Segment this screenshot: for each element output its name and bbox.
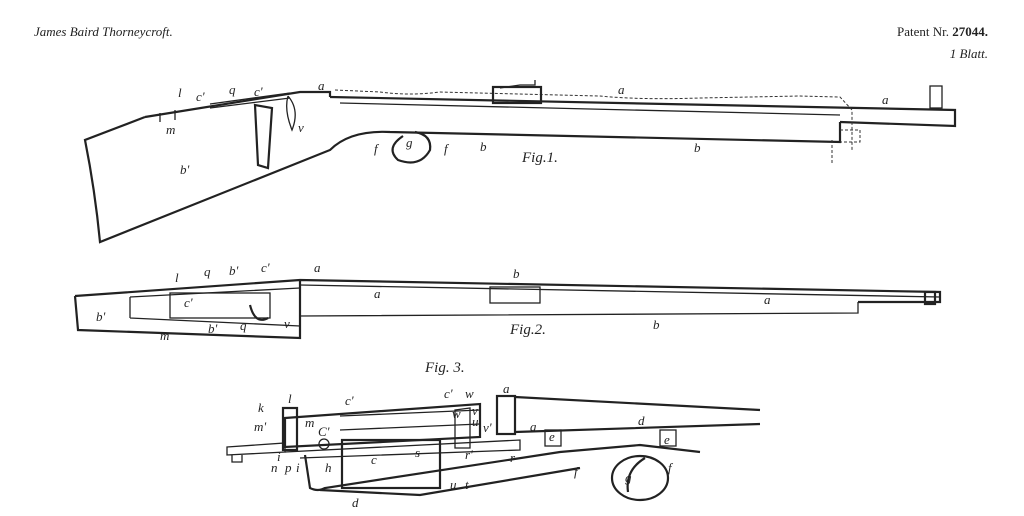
figure-2-caption: Fig.2. bbox=[509, 322, 546, 338]
magazine-c bbox=[340, 438, 442, 490]
patent-number: Patent Nr. 27044. bbox=[897, 24, 988, 40]
label: l bbox=[288, 391, 292, 406]
label: p bbox=[284, 460, 292, 475]
label: b bbox=[694, 140, 701, 155]
label: l bbox=[175, 270, 179, 285]
label: m bbox=[160, 328, 169, 343]
label: e bbox=[549, 429, 555, 444]
label: a bbox=[618, 82, 625, 97]
label: u bbox=[472, 414, 479, 429]
label: i bbox=[296, 460, 300, 475]
label: b' bbox=[180, 162, 190, 177]
label: f bbox=[668, 460, 674, 475]
figure-1-drawing bbox=[83, 80, 957, 244]
label: a bbox=[882, 92, 889, 107]
sight-housing bbox=[489, 286, 541, 304]
label: t bbox=[465, 477, 469, 492]
chamber-block bbox=[495, 394, 517, 436]
label: f bbox=[374, 141, 380, 156]
label: u bbox=[450, 477, 457, 492]
label: l bbox=[178, 85, 182, 100]
label: c' bbox=[261, 260, 270, 275]
label: c' bbox=[196, 89, 205, 104]
front-sight bbox=[929, 85, 943, 109]
label: b' bbox=[96, 309, 106, 324]
label: b bbox=[480, 139, 487, 154]
figure-3-caption: Fig. 3. bbox=[424, 360, 465, 376]
label: a bbox=[314, 260, 321, 275]
label: a bbox=[503, 381, 510, 396]
figure-2-drawing bbox=[73, 278, 942, 340]
figure-2-labels: l q b' c' a b a a b' c' m b' q v b Fig.2… bbox=[96, 260, 771, 343]
label: m bbox=[305, 415, 314, 430]
label: i bbox=[277, 449, 281, 464]
label: b' bbox=[229, 263, 239, 278]
rear-sight-block bbox=[491, 85, 543, 105]
label: e bbox=[664, 432, 670, 447]
label: c' bbox=[444, 386, 453, 401]
label: d bbox=[638, 413, 645, 428]
label: g bbox=[406, 135, 413, 150]
label: r bbox=[510, 450, 516, 465]
label: v' bbox=[483, 420, 492, 435]
trigger-guard bbox=[610, 454, 670, 502]
label: c' bbox=[254, 84, 263, 99]
label: r' bbox=[465, 447, 473, 462]
label: a bbox=[530, 419, 537, 434]
label: q bbox=[204, 264, 211, 279]
label: c' bbox=[345, 393, 354, 408]
label: m bbox=[166, 122, 175, 137]
label: a bbox=[764, 292, 771, 307]
label: a bbox=[374, 286, 381, 301]
label: v bbox=[284, 316, 290, 331]
breech-box bbox=[169, 292, 271, 319]
label: f bbox=[574, 464, 580, 479]
muzzle-sight bbox=[923, 290, 937, 306]
inventor-name: James Baird Thorneycroft. bbox=[34, 24, 173, 39]
label: c' bbox=[184, 295, 193, 310]
label: h bbox=[325, 460, 332, 475]
label: k bbox=[258, 400, 264, 415]
patent-label: Patent Nr. bbox=[897, 24, 949, 39]
label: b bbox=[653, 317, 660, 332]
label: q bbox=[240, 318, 247, 333]
label: g bbox=[625, 470, 632, 485]
label: d bbox=[352, 495, 359, 510]
label: b bbox=[513, 266, 520, 281]
label: b' bbox=[208, 321, 218, 336]
label: s bbox=[415, 445, 420, 460]
patent-number-value: 27044. bbox=[952, 24, 988, 39]
figure-3-drawing bbox=[226, 394, 761, 502]
label: f bbox=[444, 141, 450, 156]
label: w bbox=[452, 406, 461, 421]
label: c bbox=[371, 452, 377, 467]
label: v bbox=[298, 120, 304, 135]
label: m' bbox=[254, 419, 266, 434]
label: w bbox=[465, 386, 474, 401]
bolt-head bbox=[281, 406, 299, 452]
figure-1-labels: l c' q c' a a a m v b' f g f b b Fig.1. bbox=[166, 78, 889, 177]
label: v bbox=[472, 403, 478, 418]
label: C' bbox=[318, 424, 330, 439]
figure-3-labels: k l c' c' w a m' m C' w v u v' a d e e i… bbox=[254, 360, 674, 510]
label: n bbox=[271, 460, 278, 475]
figure-1-caption: Fig.1. bbox=[521, 150, 558, 166]
label: a bbox=[318, 78, 325, 93]
sheet-count: 1 Blatt. bbox=[949, 46, 988, 61]
label: q bbox=[229, 82, 236, 97]
